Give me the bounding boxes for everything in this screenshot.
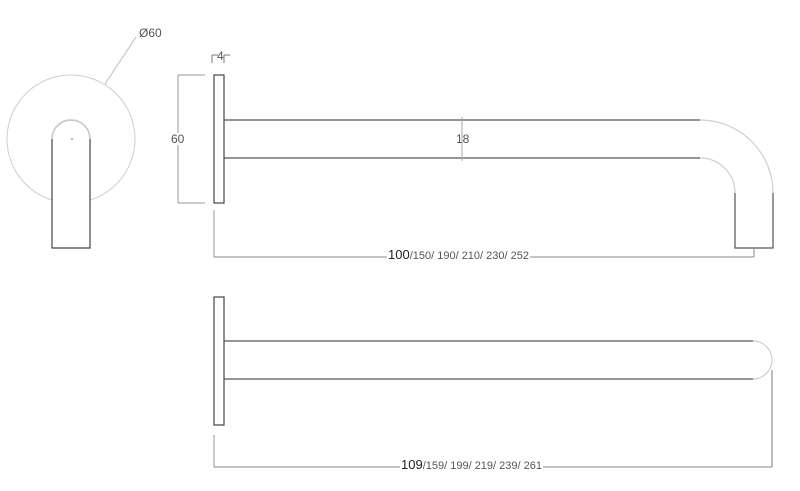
plate-height-label: 60: [170, 132, 186, 146]
side-view-bottom: [213, 296, 773, 468]
diameter-leader-line: [104, 36, 137, 85]
plate-thickness-label: 4: [217, 49, 224, 63]
length-options-top: /150/ 190/ 210/ 230/ 252: [409, 250, 529, 262]
length-options-bottom: /159/ 199/ 219/ 239/ 261: [422, 460, 542, 472]
side-view-top: [177, 54, 774, 258]
length-dimension-bottom: 109/159/ 199/ 219/ 239/ 261: [400, 457, 543, 472]
length-primary-bottom: 109: [401, 457, 423, 472]
center-dot: [71, 138, 73, 140]
diameter-label: Ø60: [139, 26, 162, 40]
pipe-diameter-label: 18: [456, 132, 470, 146]
front-view: [6, 36, 137, 249]
length-dimension-top: 100/150/ 190/ 210/ 230/ 252: [387, 247, 530, 262]
wall-plate-side-bottom: [213, 296, 225, 426]
wall-plate-side: [213, 74, 225, 204]
length-primary-top: 100: [388, 247, 410, 262]
handle-front: [51, 119, 91, 249]
handle-top-arc: [51, 119, 91, 140]
